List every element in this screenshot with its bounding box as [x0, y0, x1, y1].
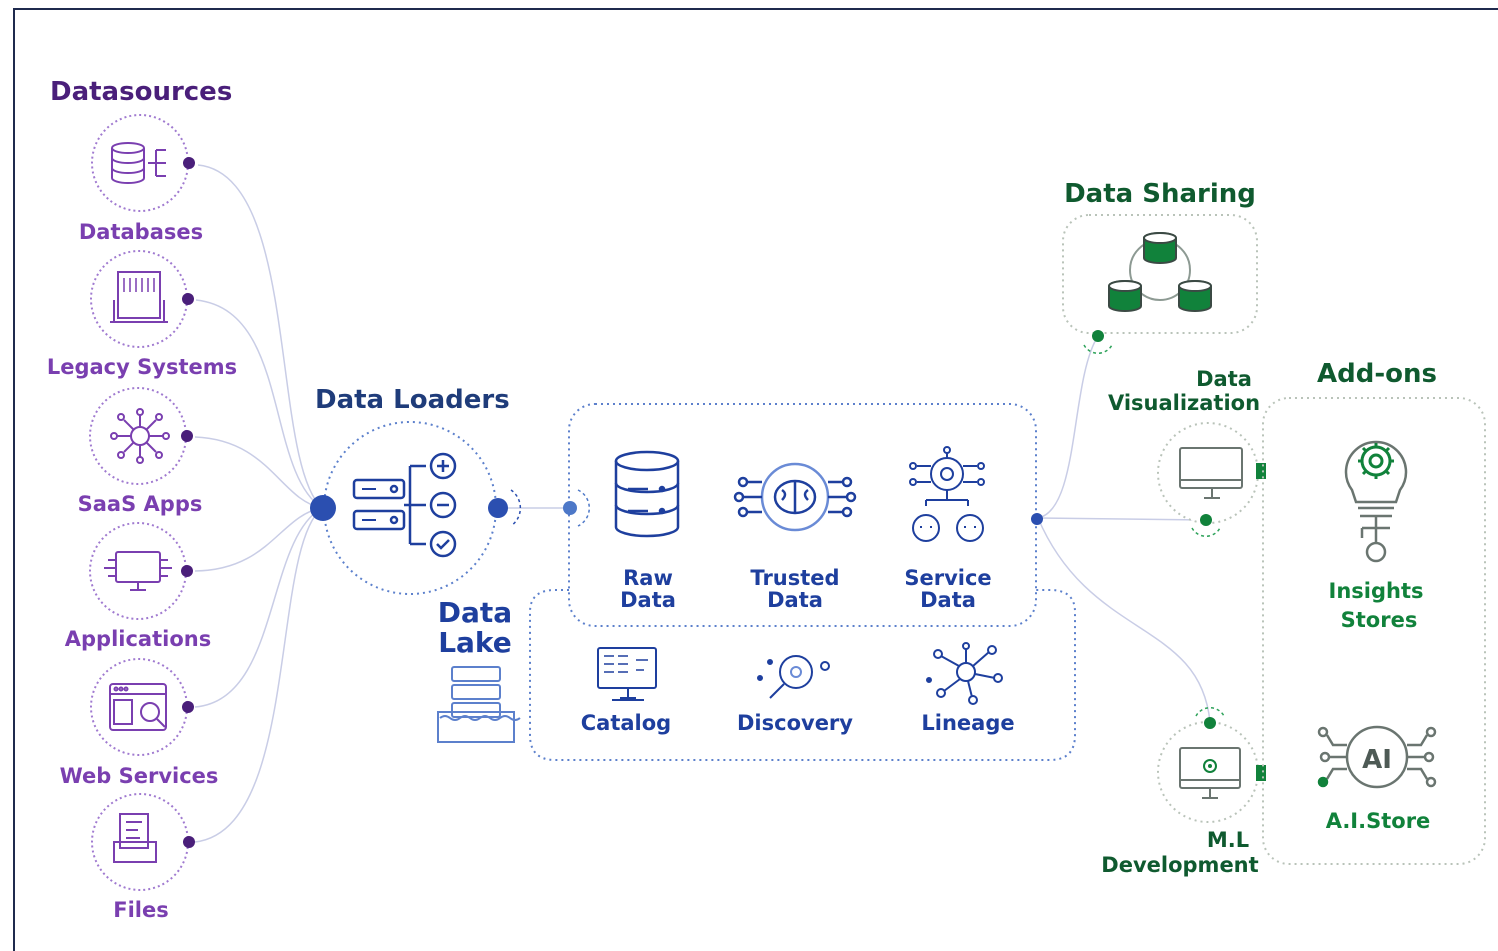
- data-lake-title-line1: Data: [438, 596, 512, 629]
- datasource-label: Applications: [65, 627, 211, 651]
- tool-catalog[interactable]: Catalog: [581, 647, 671, 735]
- data-visualization-node[interactable]: [1157, 422, 1266, 537]
- data-loader-icon: [352, 452, 457, 558]
- stage-label-line1: Service: [904, 566, 991, 590]
- datasource-label: SaaS Apps: [78, 492, 203, 516]
- data-sharing-node[interactable]: [1062, 214, 1258, 354]
- data-lake-icon: [437, 666, 521, 743]
- datasource-legacy-systems[interactable]: Legacy Systems: [47, 250, 237, 379]
- application-monitor-icon: [104, 551, 172, 591]
- stage-trusted-data[interactable]: Trusted Data: [733, 462, 857, 612]
- stage-service-data[interactable]: Service Data: [904, 446, 992, 612]
- saas-network-icon: [110, 408, 170, 464]
- insights-label-line2: Stores: [1341, 608, 1418, 632]
- service-network-icon: [909, 446, 985, 542]
- files-icon: [113, 813, 157, 863]
- stage-label-line1: Raw: [623, 566, 673, 590]
- gear-icon: [1358, 443, 1394, 479]
- datasource-label: Databases: [79, 220, 203, 244]
- stage-label-line2: Data: [920, 588, 976, 612]
- raw-data-icon: [614, 450, 680, 538]
- pipeline-connectors: [498, 335, 1211, 723]
- shared-databases-icon: [1108, 232, 1212, 312]
- data-sharing-title: Data Sharing: [1064, 179, 1256, 209]
- brain-circuit-icon: [733, 462, 857, 532]
- datasource-files[interactable]: Files: [91, 793, 195, 922]
- ml-label-line1: M.L: [1207, 828, 1249, 852]
- data-loaders-node[interactable]: [310, 421, 522, 595]
- database-icon: [111, 142, 166, 184]
- lineage-icon: [926, 642, 1003, 705]
- ml-label-line2: Development: [1101, 853, 1258, 877]
- stage-raw-data[interactable]: Raw Data: [614, 450, 680, 612]
- datasource-label: Web Services: [60, 764, 219, 788]
- data-lake-stages-box: [563, 403, 1043, 627]
- discovery-icon: [757, 655, 830, 699]
- legacy-system-icon: [110, 271, 168, 323]
- datasource-saas-apps[interactable]: SaaS Apps: [78, 387, 203, 516]
- visualization-label-line2: Visualization: [1108, 391, 1260, 415]
- data-lake-tools-box: [529, 589, 1076, 761]
- tool-lineage[interactable]: Lineage: [921, 642, 1015, 735]
- ml-monitor-icon: [1179, 747, 1241, 799]
- addon-insights-stores[interactable]: Insights Stores: [1329, 440, 1424, 632]
- tool-label: Catalog: [581, 711, 671, 735]
- datasource-web-services[interactable]: Web Services: [60, 658, 219, 788]
- tool-label: Discovery: [737, 711, 853, 735]
- stage-label-line1: Trusted: [750, 566, 839, 590]
- data-loaders-title: Data Loaders: [315, 385, 510, 415]
- tool-discovery[interactable]: Discovery: [737, 655, 853, 735]
- datasource-connectors: [194, 164, 323, 843]
- ai-badge-text: AI: [1362, 745, 1392, 775]
- datasource-applications[interactable]: Applications: [65, 522, 211, 651]
- catalog-icon: [597, 647, 657, 701]
- ml-development-node[interactable]: [1157, 707, 1266, 823]
- data-lake-title-line2: Lake: [438, 626, 512, 659]
- stage-label-line2: Data: [620, 588, 676, 612]
- tool-label: Lineage: [921, 711, 1014, 735]
- monitor-icon: [1179, 447, 1243, 499]
- datasource-label: Files: [113, 898, 168, 922]
- addons-title: Add-ons: [1317, 359, 1437, 389]
- ai-chip-icon: [1317, 725, 1437, 789]
- addon-ai-store[interactable]: AI A.I.Store: [1317, 725, 1437, 833]
- insights-label-line1: Insights: [1329, 579, 1424, 603]
- addons-box: [1262, 397, 1486, 865]
- datasource-label: Legacy Systems: [47, 355, 237, 379]
- datasources-title: Datasources: [50, 77, 232, 107]
- web-service-icon: [109, 683, 167, 731]
- ai-store-label: A.I.Store: [1326, 809, 1431, 833]
- lightbulb-gear-icon: [1344, 440, 1408, 563]
- visualization-label-line1: Data: [1196, 367, 1252, 391]
- datasource-databases[interactable]: Databases: [79, 114, 203, 244]
- stage-label-line2: Data: [767, 588, 823, 612]
